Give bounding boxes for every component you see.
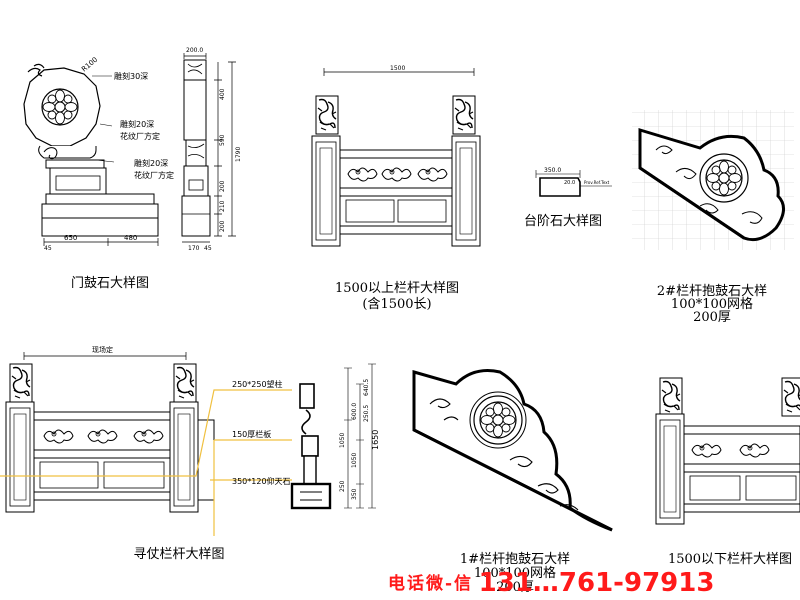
dim-1790: 1790 (235, 147, 242, 162)
dim-640: 640.5 (363, 379, 370, 396)
grid-drum-2: 100*100网格 (670, 297, 754, 312)
subtitle-rail-above: (含1500长) (362, 297, 432, 312)
callout-panel: 150厚栏板 (232, 429, 271, 439)
note-carve-20a: 雕刻20深 (120, 119, 154, 129)
dim-200b: 200 (219, 180, 226, 192)
watermark-number: 131…761-97913 (478, 568, 715, 598)
drum-1-detail (412, 369, 613, 532)
dim-45b: 45 (204, 245, 212, 252)
title-gate-drum: 门鼓石大样图 (70, 276, 149, 291)
title-drum-2: 2#栏杆抱鼓石大样 (656, 284, 768, 299)
step-stone-section: 350.0 20.0 Prov.Ref.Text (535, 167, 612, 197)
callout-post: 250*250望柱 (232, 379, 283, 389)
drum-2-grid-detail (632, 110, 794, 250)
note-carve-20b: 雕刻20深 (134, 158, 168, 168)
title-rail-below: 1500以下栏杆大样图 (667, 552, 793, 567)
dim-480: 480 (124, 234, 137, 242)
dim-1050b: 1050 (351, 453, 358, 468)
dim-200c: 200 (219, 220, 226, 232)
dim-350: 350.0 (544, 167, 561, 174)
rail-above-1500-elevation: 1500 (311, 65, 481, 247)
rail-below-1500-elevation (655, 377, 800, 525)
title-drum-1: 1#栏杆抱鼓石大样 (459, 552, 571, 567)
dim-45a: 45 (44, 245, 52, 252)
dim-1050a: 1050 (339, 433, 346, 448)
dim-20: 20.0 (564, 180, 575, 186)
dim-590: 590 (219, 134, 226, 146)
dim-350: 350 (351, 488, 358, 500)
dim-1500: 1500 (390, 65, 405, 72)
grid-drum-1: 100*100网格 (473, 566, 557, 581)
gate-drum-elevation: R100 雕刻30深 雕刻20深 花纹厂方定 雕刻20深 花纹厂方定 650 4… (23, 47, 242, 252)
note-step: Prov.Ref.Text (584, 180, 610, 185)
dim-600: 600.0 (351, 403, 358, 420)
dim-170: 170 (188, 245, 200, 252)
dim-site: 现场定 (92, 345, 113, 354)
dim-250b: 250.5 (363, 405, 370, 422)
thickness-drum-2: 200厚 (693, 310, 731, 325)
dim-650: 650 (64, 234, 77, 242)
watermark-label: 电话微-信 (388, 574, 474, 594)
dim-1650: 1650 (371, 430, 380, 450)
standard-rail-elevation: 现场定 250*250望柱 150厚栏板 350*120仰天石 (0, 345, 380, 536)
title-rail-above: 1500以上栏杆大样图 (334, 281, 460, 296)
dim-200: 200.0 (186, 47, 203, 54)
callout-leaders (0, 389, 292, 536)
thickness-drum-1: 200厚 (496, 580, 534, 595)
dim-210: 210 (219, 200, 226, 212)
note-carve-30: 雕刻30深 (114, 71, 148, 81)
title-standard-rail: 寻仗栏杆大样图 (133, 547, 225, 562)
title-step-stone: 台阶石大样图 (523, 214, 602, 229)
note-pattern-a: 花纹厂方定 (120, 131, 160, 141)
note-pattern-b: 花纹厂方定 (134, 170, 174, 180)
dim-400: 400 (219, 88, 226, 100)
dim-250a: 250 (339, 480, 346, 492)
callout-cap: 350*120仰天石 (232, 476, 291, 486)
dim-radius: R100 (80, 56, 99, 74)
contact-watermark: 电话微-信 131…761-97913 (388, 568, 798, 598)
